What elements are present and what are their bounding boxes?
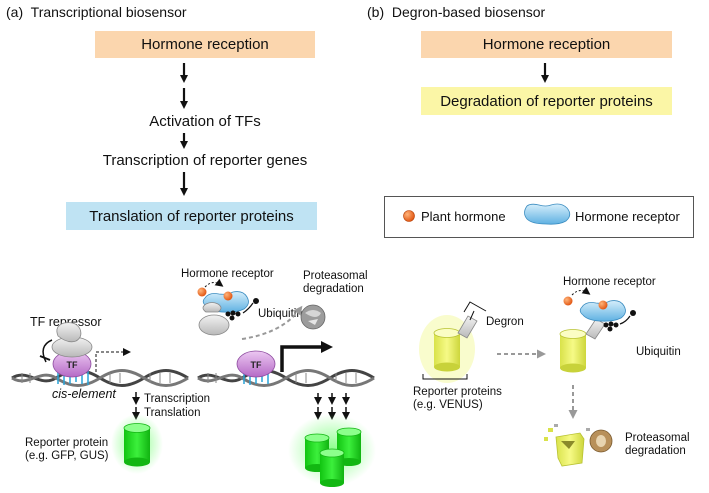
a-tf-protein-icon-right: [236, 350, 276, 378]
a-hormone-reception-box: Hormone reception: [95, 31, 315, 58]
b-reporter-bracket: [422, 374, 468, 380]
a-proteasome-icon: [300, 304, 326, 330]
a-dna-helix-icon-right: [197, 369, 375, 387]
b-reporter-label-1: Reporter proteins: [413, 386, 502, 398]
b-ubiquitin-label: Ubiquitin: [636, 346, 681, 358]
a-reporter-cylinder-icon: [111, 414, 163, 474]
a-proteasomal-label-1: Proteasomal: [303, 270, 368, 282]
a-active-transcription-arrow: [280, 341, 333, 372]
b-receptor-complex-icon: [563, 286, 636, 332]
a-activation-step: Activation of TFs: [149, 113, 261, 130]
b-reporter-label-2: (e.g. VENUS): [413, 399, 483, 411]
b-bound-reporter-icon: [559, 318, 606, 373]
b-degraded-reporter-icon: [544, 424, 590, 467]
a-reporter-label-1: Reporter protein: [25, 437, 109, 449]
a-repressor-icon: [39, 322, 93, 363]
a-cis-element-label: cis-element: [52, 387, 116, 401]
panel-b-title: Degron-based biosensor: [391, 4, 546, 20]
a-ubiquitin-label: Ubiquitin: [258, 308, 303, 320]
panel-b-letter: (b): [367, 4, 385, 20]
a-hormone-receptor-label: Hormone receptor: [181, 268, 274, 280]
a-translation-box: Translation of reporter proteins: [66, 202, 317, 230]
a-tf-text-left: TF: [67, 360, 78, 370]
a-transcription-label: Transcription: [144, 393, 211, 405]
b-degradation-label: Degradation of reporter proteins: [440, 92, 653, 110]
a-hormone-reception-label: Hormone reception: [141, 36, 269, 53]
legend-hormone-dot-icon: [403, 210, 415, 222]
a-transcription-step: Transcription of reporter genes: [102, 152, 308, 169]
a-receptor-complex-icon: [197, 278, 303, 340]
panel-b-header: (b) Degron-based biosensor: [367, 4, 545, 20]
a-blocked-transcription-arrow: [95, 348, 131, 372]
legend-hormone-receptor-label: Hormone receptor: [575, 209, 680, 224]
a-reporter-label-2: (e.g. GFP, GUS): [25, 450, 109, 462]
a-proteasomal-label-2: degradation: [303, 283, 364, 295]
a-dna-helix-icon-left: [11, 369, 189, 387]
a-translation-label: Translation of reporter proteins: [89, 207, 294, 225]
b-proteasomal-label-1: Proteasomal: [625, 432, 690, 444]
b-proteasome-icon: [589, 429, 613, 453]
b-degradation-box: Degradation of reporter proteins: [421, 87, 672, 115]
panel-a-title: Transcriptional biosensor: [30, 4, 187, 20]
panel-a-header: (a) Transcriptional biosensor: [6, 4, 187, 20]
a-right-down-arrows: [314, 393, 350, 420]
a-reporter-cluster-icon: [288, 414, 376, 487]
panel-a-letter: (a): [6, 4, 24, 20]
b-hormone-reception-box: Hormone reception: [421, 31, 672, 58]
legend-plant-hormone-label: Plant hormone: [421, 209, 506, 224]
legend-receptor-icon: [524, 203, 571, 225]
a-tf-repressor-label: TF repressor: [30, 315, 102, 329]
a-tf-text-right: TF: [251, 360, 262, 370]
b-hormone-receptor-label: Hormone receptor: [563, 276, 656, 288]
b-proteasomal-label-2: degradation: [625, 445, 686, 457]
a-translation-label-small: Translation: [144, 407, 201, 419]
b-degron-label: Degron: [486, 316, 524, 328]
b-hormone-reception-label: Hormone reception: [482, 36, 611, 53]
b-degron-icon: [457, 301, 487, 339]
